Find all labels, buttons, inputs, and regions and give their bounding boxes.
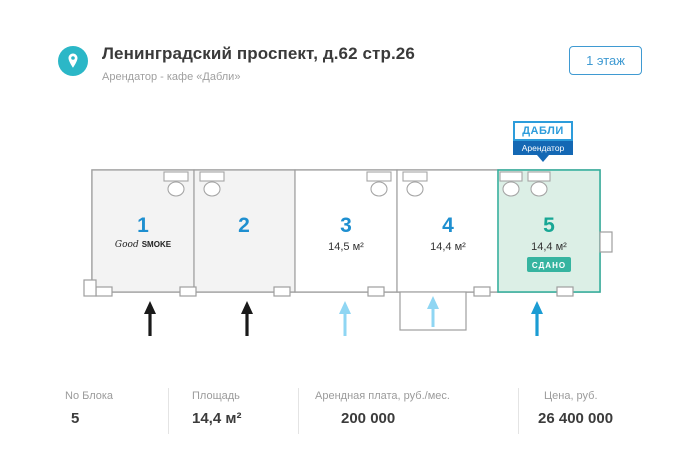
tenant-name-box: ДАБЛИ (513, 121, 573, 141)
bathroom-fixtures (163, 171, 551, 197)
stat-label: Арендная плата, руб./мес. (315, 390, 450, 402)
header: Ленинградский проспект, д.62 стр.26 Арен… (58, 44, 415, 83)
wall-pier (273, 286, 291, 297)
page-subtitle: Арендатор - кафе «Дабли» (102, 71, 241, 83)
toilet-icon (203, 181, 221, 197)
tenant-name: ДАБЛИ (522, 125, 564, 137)
unit-4-entrance-arrow-icon (427, 296, 439, 327)
page-title: Ленинградский проспект, д.62 стр.26 (102, 44, 415, 63)
toilet-icon (370, 181, 388, 197)
unit-1-entrance-arrow-icon (144, 301, 156, 336)
stat-block-number: No Блока 5 (65, 390, 113, 427)
wall-pier (367, 286, 385, 297)
fixture-tank-icon (199, 171, 225, 182)
logo-bold-part: SMOKE (142, 240, 172, 249)
tenant-role-label: Арендатор (521, 143, 565, 153)
stat-label: No Блока (65, 390, 114, 402)
stat-price: Цена, руб. 26 400 000 (538, 390, 613, 427)
toilet-icon (406, 181, 424, 197)
wall-pier (473, 286, 491, 297)
stat-label: Площадь (192, 390, 240, 402)
unit-2-number: 2 (238, 214, 250, 237)
fixture-tank-icon (163, 171, 189, 182)
wall-pier (95, 286, 113, 297)
toilet-icon (502, 181, 520, 197)
unit-5-entrance-arrow-icon (531, 301, 543, 336)
pin-glyph (68, 53, 78, 68)
stats-bar: No Блока 5 Площадь 14,4 м² Арендная плат… (0, 386, 700, 438)
fixture-tank-icon (499, 171, 523, 182)
unit-5-number: 5 (543, 214, 555, 237)
stats-divider (518, 388, 519, 434)
unit-2-entrance-arrow-icon (241, 301, 253, 336)
floor-badge[interactable]: 1 этаж (569, 46, 642, 75)
wall-piers (95, 286, 574, 297)
wall-pier (556, 286, 574, 297)
fixture-tank-icon (366, 171, 392, 182)
left-corner-step (83, 279, 97, 297)
unit-3-entrance-arrow-icon (339, 301, 351, 336)
toilet-icon (530, 181, 548, 197)
stat-value: 5 (71, 410, 80, 427)
header-titles: Ленинградский проспект, д.62 стр.26 Арен… (102, 44, 415, 83)
unit-1-number: 1 (137, 214, 149, 237)
entrance-arrows (144, 296, 543, 336)
fixture-tank-icon (527, 171, 551, 182)
stat-rent: Арендная плата, руб./мес. 200 000 (315, 390, 450, 427)
stat-label: Цена, руб. (544, 390, 598, 402)
stat-area: Площадь 14,4 м² (192, 390, 241, 427)
stat-value: 200 000 (341, 410, 396, 427)
stats-divider (168, 388, 169, 434)
stat-value: 26 400 000 (538, 410, 614, 427)
status-badge (527, 257, 571, 272)
toilet-icon (167, 181, 185, 197)
unit-3-number: 3 (340, 214, 352, 237)
stats-divider (298, 388, 299, 434)
right-wall-notch (599, 231, 613, 253)
logo-script-part: Good (115, 240, 139, 250)
status-badge-label: СДАНО (532, 261, 566, 270)
unit-3-area: 14,5 м² (328, 241, 364, 253)
tenant-role-badge: Арендатор (513, 141, 573, 155)
stat-value: 14,4 м² (192, 410, 242, 427)
unit-4-number: 4 (442, 214, 454, 237)
tenant-pointer-arrow-icon (537, 155, 549, 162)
fixture-tank-icon (402, 171, 428, 182)
wall-pier (179, 286, 197, 297)
unit-5-area: 14,4 м² (531, 241, 567, 253)
location-pin-icon (58, 46, 88, 76)
unit-4-area: 14,4 м² (430, 241, 466, 253)
